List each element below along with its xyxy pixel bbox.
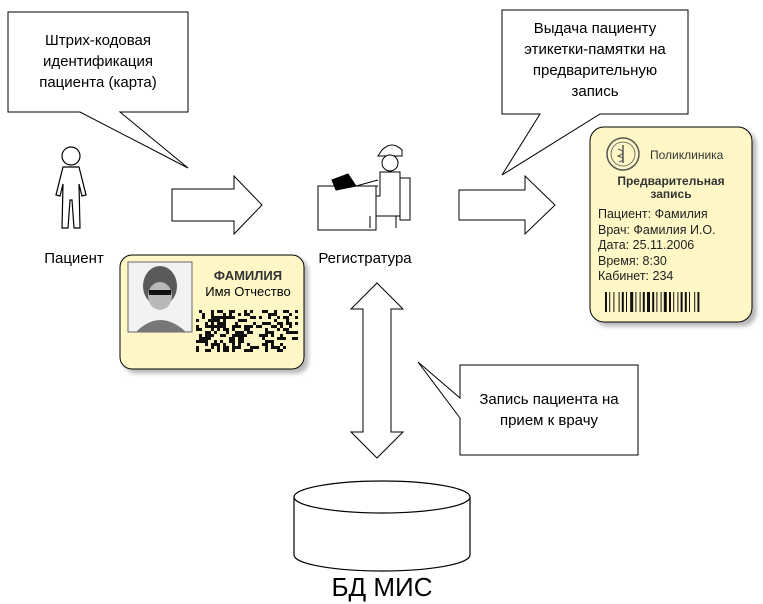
arrow-patient-to-registry bbox=[171, 174, 263, 236]
ticket-date: Дата: 25.11.2006 bbox=[598, 238, 695, 252]
patient-figure-icon bbox=[55, 146, 87, 229]
registry-label: Регистратура bbox=[318, 250, 412, 267]
patient-card-name: Имя Отчество bbox=[205, 284, 291, 299]
callout-barcode-id-line2: идентификация bbox=[42, 53, 154, 70]
callout-barcode-id-line1: Штрих-кодовая bbox=[45, 32, 151, 49]
patient-card-surname: ФАМИЛИЯ bbox=[213, 268, 283, 283]
callout-label-issue-line4: запись bbox=[571, 83, 619, 100]
ticket-title-line1: Предварительная bbox=[617, 174, 725, 188]
patient-label: Пациент bbox=[44, 250, 104, 267]
registry-desk-icon bbox=[317, 144, 411, 231]
callout-label-issue-line3: предварительную bbox=[532, 62, 658, 79]
ticket-title: Предварительная запись bbox=[596, 175, 746, 201]
ticket-time: Время: 8:30 bbox=[598, 253, 667, 268]
ticket-clinic: Поликлиника bbox=[650, 148, 724, 162]
callout-barcode-id-text: Штрих-кодовая идентификация пациента (ка… bbox=[12, 30, 184, 93]
callout-label-issue bbox=[501, 9, 689, 176]
ticket-title-line2: запись bbox=[650, 187, 692, 201]
appointment-ticket bbox=[589, 126, 753, 323]
database-icon bbox=[293, 480, 471, 572]
arrow-registry-to-ticket bbox=[458, 174, 556, 236]
callout-appointment-line2: прием к врачу bbox=[499, 412, 599, 429]
ticket-room: Кабинет: 234 bbox=[598, 269, 674, 283]
clinic-emblem-icon bbox=[606, 137, 640, 171]
patient-card-barcode-icon bbox=[196, 310, 298, 352]
patient-photo-icon bbox=[136, 266, 186, 332]
arrow-registry-db bbox=[349, 282, 405, 459]
callout-appointment-text: Запись пациента на прием к врачу bbox=[462, 389, 636, 431]
callout-label-issue-line1: Выдача пациенту bbox=[533, 20, 657, 37]
callout-label-issue-text: Выдача пациенту этикетки-памятки на пред… bbox=[504, 18, 686, 102]
callout-appointment bbox=[417, 361, 639, 456]
ticket-doctor: Врач: Фамилия И.О. bbox=[598, 222, 716, 237]
callout-label-issue-line2: этикетки-памятки на bbox=[524, 41, 666, 58]
ticket-patient: Пациент: Фамилия bbox=[598, 207, 708, 221]
ticket-barcode-icon bbox=[605, 292, 700, 312]
ticket-details: Пациент: Фамилия Врач: Фамилия И.О. Дата… bbox=[598, 207, 748, 285]
callout-barcode-id-line3: пациента (карта) bbox=[39, 74, 157, 91]
database-label: БД МИС bbox=[331, 572, 433, 602]
callout-barcode-id bbox=[7, 11, 189, 169]
callout-appointment-line1: Запись пациента на bbox=[479, 391, 619, 408]
